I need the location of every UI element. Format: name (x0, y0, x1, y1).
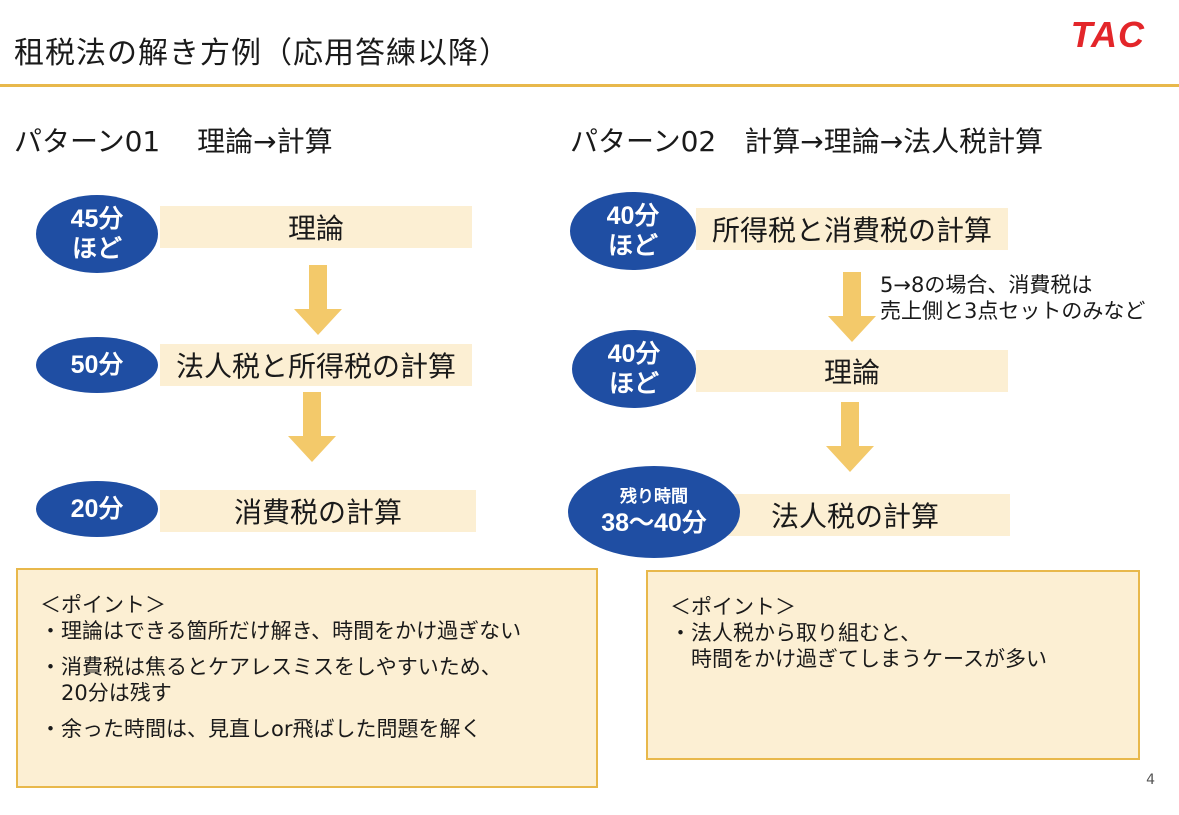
header-divider (0, 84, 1179, 87)
pattern1-step1-time: 45分 ほど (36, 195, 158, 273)
pattern1-step3-time: 20分 (36, 481, 158, 537)
pattern2-step1-box: 所得税と消費税の計算 (696, 208, 1008, 250)
down-arrow-icon (288, 392, 336, 462)
pattern1-step1-time-value: 45分 (70, 205, 124, 233)
pattern2-step1-time: 40分 ほど (570, 192, 696, 270)
pattern2-step3-time-label: 残り時間 (620, 487, 688, 506)
pattern1-point-line: 20分は残す (40, 681, 172, 705)
pattern2-step2-time-value: 40分 (607, 340, 661, 368)
pattern2-step3-box: 法人税の計算 (700, 494, 1010, 536)
pattern1-step1-box: 理論 (160, 206, 472, 248)
pattern2-point-line: 時間をかけ過ぎてしまうケースが多い (670, 647, 1047, 671)
down-arrow-icon (828, 272, 876, 342)
pattern2-point-header: ＜ポイント＞ (670, 595, 796, 619)
pattern1-step2-time: 50分 (36, 337, 158, 393)
pattern1-step1-time-suffix: ほど (71, 235, 122, 263)
pattern2-step2-time-suffix: ほど (608, 370, 659, 398)
pattern2-point-line: ・法人税から取り組むと、 (670, 621, 922, 645)
pattern2-step3-time: 残り時間 38～40分 (568, 466, 740, 558)
pattern1-point-line: ・理論はできる箇所だけ解き、時間をかけ過ぎない (40, 619, 522, 643)
down-arrow-icon (294, 265, 342, 335)
pattern2-note-line: 売上側と3点セットのみなど (880, 299, 1146, 323)
pattern1-point-header: ＜ポイント＞ (40, 593, 166, 617)
pattern2-step2-box: 理論 (696, 350, 1008, 392)
pattern1-step3-box: 消費税の計算 (160, 490, 476, 532)
page-title: 租税法の解き方例（応用答練以降） (14, 36, 510, 71)
pattern2-note-line: 5→8の場合、消費税は (880, 273, 1093, 297)
pattern2-step1-time-value: 40分 (606, 202, 660, 230)
pattern2-note: 5→8の場合、消費税は 売上側と3点セットのみなど (880, 272, 1145, 324)
pattern1-step2-box: 法人税と所得税の計算 (160, 344, 472, 386)
page-number: 4 (1146, 772, 1155, 788)
pattern2-step2-time: 40分 ほど (572, 330, 696, 408)
pattern2-step3-time-value: 38～40分 (601, 509, 707, 537)
pattern1-title: パターン01 理論→計算 (14, 125, 333, 158)
pattern1-point-box: ＜ポイント＞ ・理論はできる箇所だけ解き、時間をかけ過ぎない ・消費税は焦るとケ… (16, 568, 598, 788)
pattern2-point-box: ＜ポイント＞ ・法人税から取り組むと、 時間をかけ過ぎてしまうケースが多い (646, 570, 1140, 760)
pattern1-point-line: ・消費税は焦るとケアレスミスをしやすいため、 (40, 655, 502, 679)
pattern1-step2-time-value: 50分 (70, 351, 124, 379)
pattern1-step3-time-value: 20分 (70, 495, 124, 523)
pattern1-point-line: ・余った時間は、見直しor飛ばした問題を解く (40, 717, 482, 741)
tac-logo: TAC (1070, 14, 1145, 55)
down-arrow-icon (826, 402, 874, 472)
pattern2-title: パターン02 計算→理論→法人税計算 (570, 125, 1044, 158)
pattern2-step1-time-suffix: ほど (607, 232, 658, 260)
